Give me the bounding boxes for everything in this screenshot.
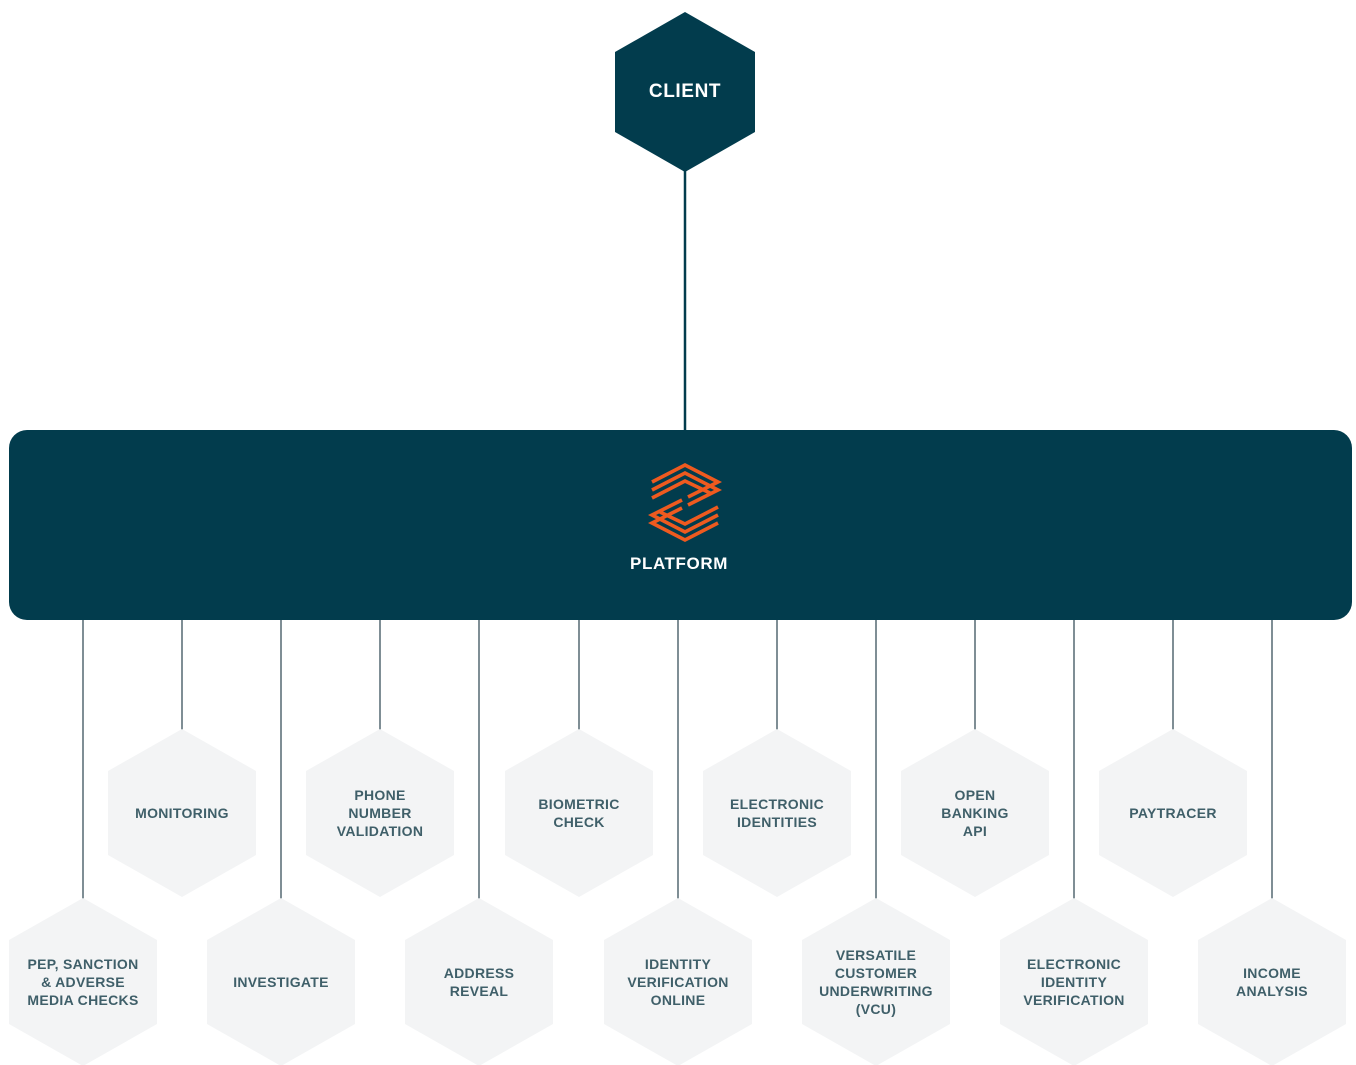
hexagon-versatile-customer-underwriting — [802, 898, 950, 1065]
service-hexagons — [9, 729, 1346, 1065]
hexagon-electronic-identities — [703, 729, 851, 897]
layered-hexagon-logo-icon — [648, 462, 722, 543]
service-label-electronic-identity-verification: ELECTRONIC IDENTITY VERIFICATION — [1023, 956, 1125, 1008]
hexagon-identity-verification-online — [604, 898, 752, 1065]
hexagon-open-banking-api — [901, 729, 1049, 897]
service-label-biometric-check: BIOMETRIC CHECK — [538, 796, 620, 830]
hexagon-address-reveal — [405, 898, 553, 1065]
service-label-address-reveal: ADDRESS REVEAL — [443, 965, 515, 999]
service-label-phone-number-validation: PHONE NUMBER VALIDATION — [336, 787, 424, 839]
service-label-electronic-identities: ELECTRONIC IDENTITIES — [730, 796, 824, 830]
hexagon-paytracer — [1099, 729, 1247, 897]
client-label: CLIENT — [648, 81, 722, 102]
client-node — [615, 12, 755, 432]
hexagon-electronic-identity-verification — [1000, 898, 1148, 1065]
platform-bar — [9, 430, 1352, 620]
service-label-open-banking-api: OPEN BANKING API — [941, 787, 1009, 839]
hexagon-monitoring — [108, 729, 256, 897]
client-hexagon — [615, 12, 755, 172]
connector-lines — [82, 613, 1273, 942]
service-label-versatile-customer-underwriting: VERSATILE CUSTOMER UNDERWRITING (VCU) — [819, 947, 933, 1017]
hexagon-biometric-check — [505, 729, 653, 897]
hexagon-phone-number-validation — [306, 729, 454, 897]
hexagon-pep-sanction-adverse-media-checks — [9, 898, 157, 1065]
service-label-income-analysis: INCOME ANALYSIS — [1236, 965, 1308, 999]
service-label-paytracer: PAYTRACER — [1129, 805, 1217, 821]
hexagon-investigate — [207, 898, 355, 1065]
platform-label: PLATFORM — [630, 554, 728, 573]
hexagon-income-analysis — [1198, 898, 1346, 1065]
service-label-identity-verification-online: IDENTITY VERIFICATION ONLINE — [627, 956, 729, 1008]
service-label-monitoring: MONITORING — [135, 805, 229, 821]
service-label-investigate: INVESTIGATE — [233, 974, 329, 990]
service-label-pep-sanction-adverse-media-checks: PEP, SANCTION & ADVERSE MEDIA CHECKS — [27, 956, 139, 1008]
